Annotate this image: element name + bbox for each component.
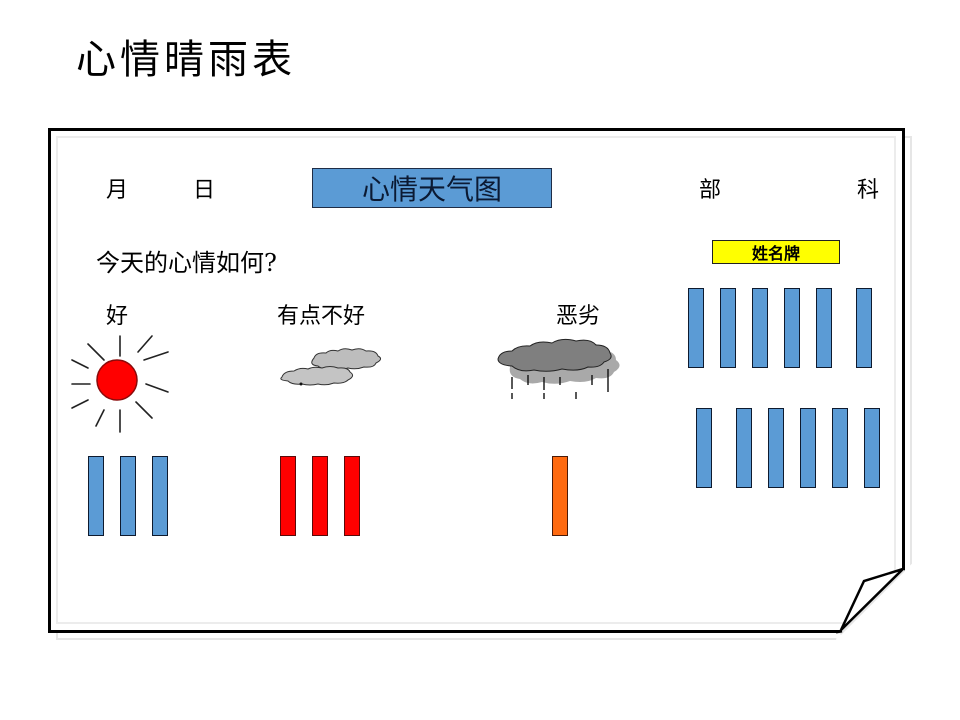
rain-cloud-icon — [497, 338, 620, 399]
nameplate-label: 姓名牌 — [751, 244, 800, 263]
chart-title: 心情天气图 — [361, 173, 502, 206]
good-bar[interactable] — [120, 456, 136, 536]
nameplate-bar[interactable] — [752, 288, 768, 368]
bad-bar[interactable] — [552, 456, 568, 536]
mood-label-slightly-bad: 有点不好 — [277, 304, 366, 329]
mood-board-frame — [48, 128, 905, 633]
chart-title-box: 心情天气图 — [312, 168, 552, 208]
day-label: 日 — [193, 178, 216, 203]
mood-label-good: 好 — [106, 304, 129, 329]
nameplate-bar[interactable] — [696, 408, 712, 488]
department-label: 部 — [699, 178, 722, 203]
frame-inner-line — [56, 136, 896, 624]
nameplate-bar[interactable] — [768, 408, 784, 488]
cloud-icon — [280, 348, 382, 386]
nameplate-bar[interactable] — [864, 408, 880, 488]
nameplate-bar[interactable] — [856, 288, 872, 368]
good-bar[interactable] — [152, 456, 168, 536]
nameplate-bar[interactable] — [816, 288, 832, 368]
nameplate-bar[interactable] — [720, 288, 736, 368]
good-bar[interactable] — [88, 456, 104, 536]
nameplate-bar[interactable] — [800, 408, 816, 488]
nameplate-bar[interactable] — [736, 408, 752, 488]
nameplate-bar[interactable] — [688, 288, 704, 368]
nameplate-bar[interactable] — [784, 288, 800, 368]
month-label: 月 — [106, 178, 129, 203]
slightly-bad-bar[interactable] — [312, 456, 328, 536]
sun-icon — [71, 335, 169, 433]
nameplate-bar[interactable] — [832, 408, 848, 488]
page-curl-icon — [836, 560, 916, 640]
section-label: 科 — [857, 178, 880, 203]
nameplate-tag: 姓名牌 — [712, 240, 840, 264]
slightly-bad-bar[interactable] — [344, 456, 360, 536]
slightly-bad-bar[interactable] — [280, 456, 296, 536]
mood-label-bad: 恶劣 — [556, 304, 601, 329]
page-title: 心情晴雨表 — [76, 37, 296, 83]
mood-question: 今天的心情如何? — [96, 249, 277, 277]
